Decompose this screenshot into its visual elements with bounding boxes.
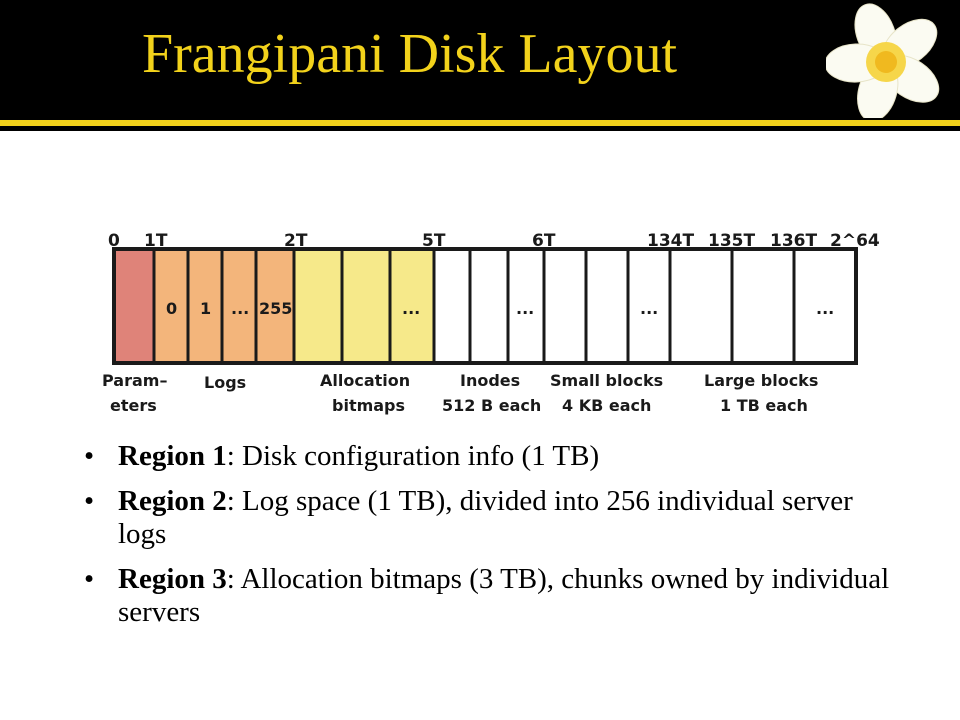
inode-block xyxy=(470,249,508,363)
disk-layout-svg: 0 1T 2T 5T 6T 134T 135T 136T 2^64 xyxy=(102,231,880,415)
allocation-block xyxy=(294,249,342,363)
bullet-item: • Region 2: Log space (1 TB), divided in… xyxy=(84,485,904,551)
offset-label: 136T xyxy=(770,231,817,251)
header-black-rule xyxy=(0,126,960,131)
region-label: Logs xyxy=(204,373,246,392)
large-block-ellipsis: ... xyxy=(816,299,834,318)
offset-label: 6T xyxy=(532,231,556,251)
frangipani-flower-icon xyxy=(826,3,940,118)
offset-label: 134T xyxy=(647,231,694,251)
large-block xyxy=(732,249,794,363)
region-label: 1 TB each xyxy=(720,396,808,415)
bullet-item: • Region 3: Allocation bitmaps (3 TB), c… xyxy=(84,563,904,629)
bullet-text: : Allocation bitmaps (3 TB), chunks owne… xyxy=(118,563,890,628)
region-label: bitmaps xyxy=(332,396,405,415)
parameters-block xyxy=(114,249,154,363)
log-label: 255 xyxy=(259,299,292,318)
bullet-heading: Region 3 xyxy=(118,563,227,595)
offset-label: 5T xyxy=(422,231,446,251)
allocation-block xyxy=(342,249,390,363)
offset-label: 135T xyxy=(708,231,755,251)
offset-label: 2T xyxy=(284,231,308,251)
region-label: 512 B each xyxy=(442,396,541,415)
bullet-dot: • xyxy=(84,485,95,517)
bullet-text: : Log space (1 TB), divided into 256 ind… xyxy=(118,485,853,550)
slide-title: Frangipani Disk Layout xyxy=(142,23,678,85)
bullet-dot: • xyxy=(84,563,95,595)
log-block xyxy=(154,249,188,363)
log-label: 0 xyxy=(166,299,177,318)
small-block xyxy=(586,249,628,363)
small-block-ellipsis: ... xyxy=(640,299,658,318)
disk-layout-diagram: 0 1T 2T 5T 6T 134T 135T 136T 2^64 xyxy=(96,216,896,422)
small-block xyxy=(544,249,586,363)
region-label: Allocation xyxy=(320,371,410,390)
log-label: ... xyxy=(231,299,249,318)
region-label: 4 KB each xyxy=(562,396,651,415)
log-block xyxy=(222,249,256,363)
log-block xyxy=(188,249,222,363)
bullet-dot: • xyxy=(84,440,95,472)
large-block xyxy=(794,249,856,363)
small-block xyxy=(628,249,670,363)
offset-label: 0 xyxy=(108,231,120,251)
allocation-block xyxy=(390,249,434,363)
bullet-item: • Region 1: Disk configuration info (1 T… xyxy=(84,440,904,473)
header-gold-rule xyxy=(0,120,960,126)
log-label: 1 xyxy=(200,299,211,318)
inode-block xyxy=(434,249,470,363)
log-block xyxy=(256,249,294,363)
offset-label: 2^64 xyxy=(830,231,880,251)
block-dividers xyxy=(152,249,796,363)
bullet-heading: Region 1 xyxy=(118,440,227,472)
region-label: eters xyxy=(110,396,157,415)
large-block xyxy=(670,249,732,363)
inode-ellipsis: ... xyxy=(516,299,534,318)
allocation-ellipsis: ... xyxy=(402,299,420,318)
bullet-heading: Region 2 xyxy=(118,485,227,517)
region-label: Inodes xyxy=(460,371,520,390)
region-label: Large blocks xyxy=(704,371,818,390)
disk-frame xyxy=(112,247,858,365)
region-label: Small blocks xyxy=(550,371,663,390)
offset-label: 1T xyxy=(144,231,168,251)
inode-block xyxy=(508,249,544,363)
region-label: Param– xyxy=(102,371,167,390)
bullet-list: • Region 1: Disk configuration info (1 T… xyxy=(84,440,904,641)
header-bar xyxy=(0,0,960,120)
bullet-text: : Disk configuration info (1 TB) xyxy=(226,440,600,472)
